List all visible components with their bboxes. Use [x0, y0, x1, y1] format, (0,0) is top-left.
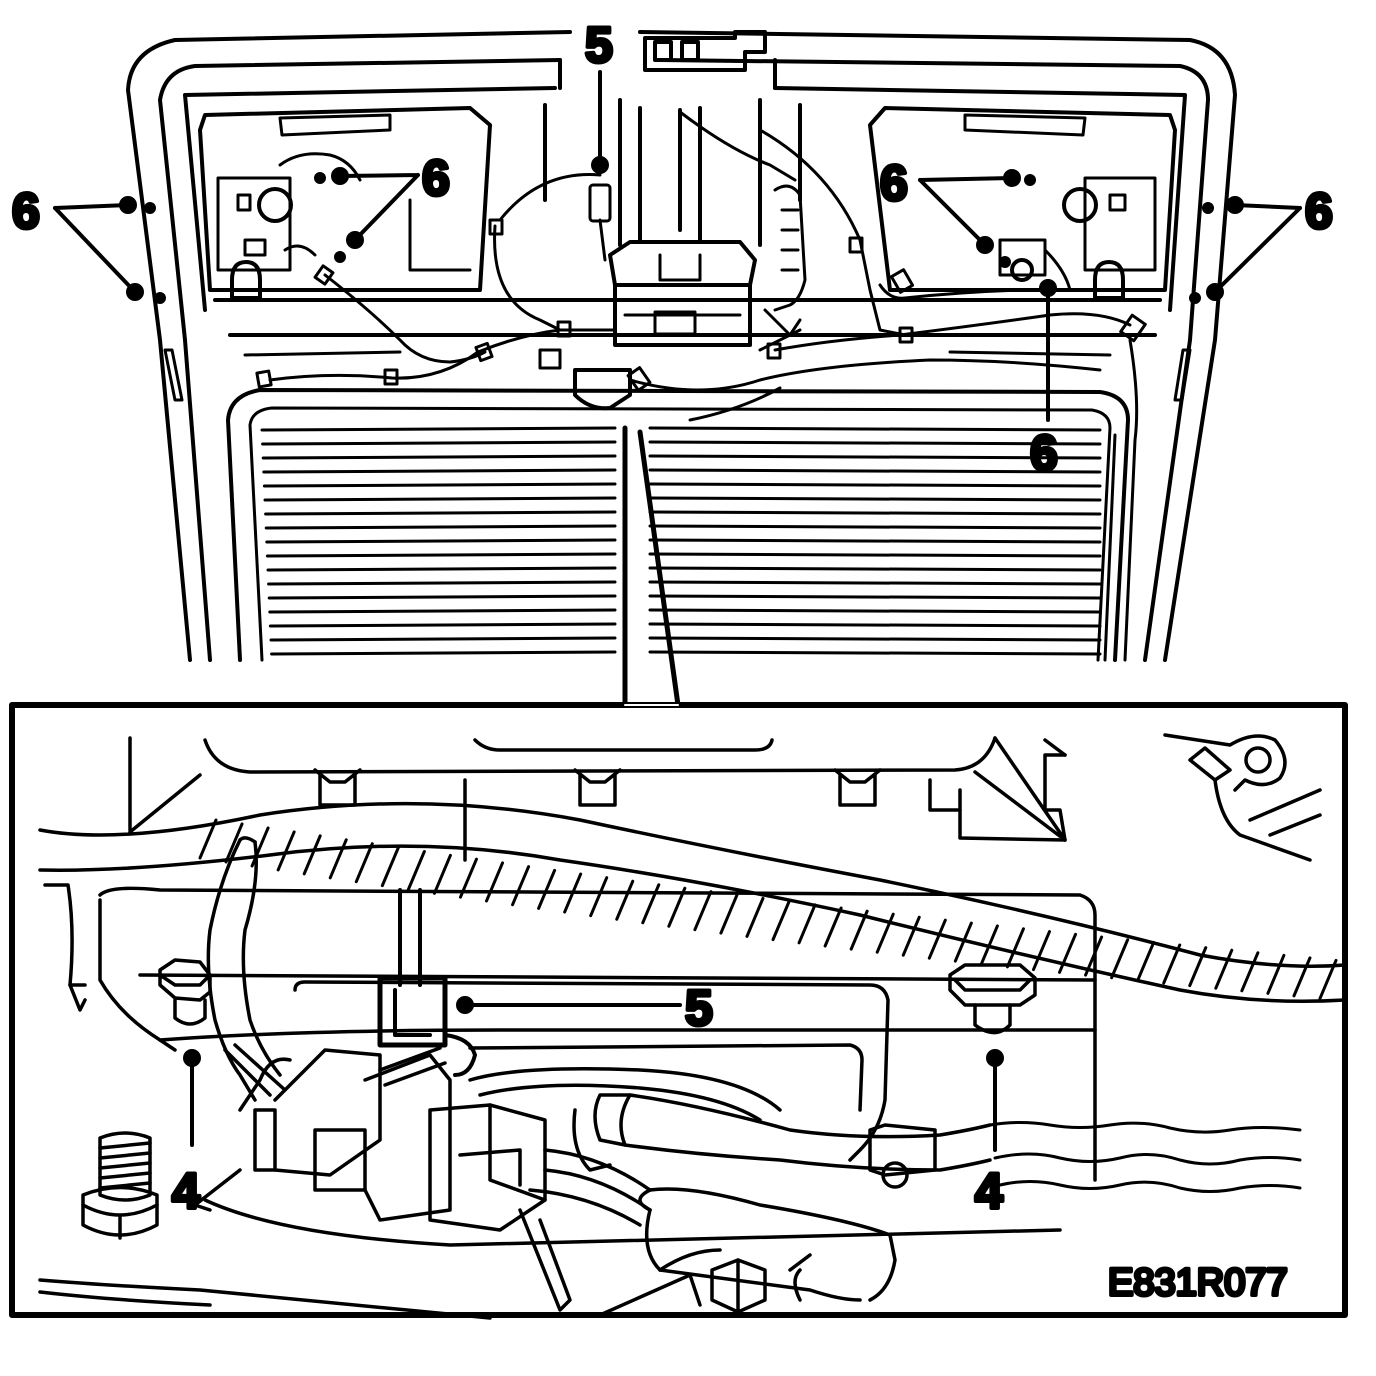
defroster-line: [267, 580, 1102, 586]
callout-4-inset-right: 4: [975, 1163, 1003, 1219]
harness-stripe: [537, 868, 557, 910]
defroster-line: [263, 496, 1102, 502]
rear-window-outline: [226, 388, 1130, 662]
harness-stripe: [693, 890, 713, 932]
connector-5-plug: [377, 888, 477, 1077]
defroster-line: [264, 510, 1102, 516]
defroster-line: [265, 552, 1102, 558]
central-lock-module: [538, 240, 757, 411]
defroster-line: [261, 440, 1102, 446]
defroster-line: [268, 608, 1102, 614]
defroster-line: [264, 524, 1102, 530]
housing-frame: [38, 883, 1097, 1320]
defroster-line: [260, 426, 1102, 432]
harness-stripe: [589, 876, 609, 918]
harness-stripe: [927, 918, 947, 960]
harness-stripe: [771, 900, 791, 942]
harness-stripe: [1058, 932, 1078, 974]
harness-stripe: [224, 822, 244, 864]
wire-tails-right: [988, 1121, 1302, 1193]
callout-6-right-lower: 6: [1030, 425, 1058, 481]
harness-stripe: [432, 853, 452, 895]
callout-5-top: 5: [585, 17, 613, 73]
harness-stripe: [797, 903, 817, 945]
harness-stripe: [1110, 938, 1130, 980]
harness-stripe: [953, 921, 973, 963]
detail-inset: [9, 702, 1348, 1320]
upper-right-bracket: [1163, 733, 1322, 862]
main-wiring-harness-tube: [38, 801, 1347, 1003]
right-hinge-area: [868, 106, 1177, 300]
inner-panel-frame: [183, 86, 1187, 312]
harness-stripe: [1031, 930, 1051, 972]
callout-5-inset: 5: [685, 980, 713, 1036]
harness-clips: [255, 183, 1147, 392]
harness-stripe: [1318, 958, 1338, 1000]
harness-stripe: [198, 818, 218, 860]
defroster-line: [265, 538, 1102, 544]
callout-leaders-top: [53, 70, 1302, 422]
harness-stripe: [1266, 953, 1286, 995]
defroster-line: [270, 650, 1102, 656]
defroster-line: [262, 468, 1102, 474]
left-hinge-area: [198, 106, 492, 300]
callout-4-inset-left: 4: [172, 1163, 200, 1219]
figure-reference-code: E831R077: [1108, 1262, 1288, 1304]
defroster-grid-lines: [260, 426, 1102, 656]
hex-bolt-bottom: [710, 1258, 767, 1314]
tailgate-inner-edge: [158, 58, 1210, 662]
harness-stripe: [302, 834, 322, 876]
defroster-line: [262, 482, 1102, 488]
harness-stripe: [1292, 956, 1312, 998]
callout-6-right-outer: 6: [1305, 183, 1333, 239]
top-wiring-harness: [268, 110, 1139, 662]
loose-bolt: [81, 1131, 159, 1240]
harness-stripe: [380, 846, 400, 888]
harness-stripe: [901, 915, 921, 957]
defroster-line: [261, 454, 1102, 460]
upper-rail: [128, 736, 1067, 862]
harness-stripe: [354, 842, 374, 884]
harness-stripe: [1162, 943, 1182, 985]
detail-inset-frame: [9, 702, 1348, 1318]
callout-6-left-outer: 6: [12, 183, 40, 239]
harness-stripe: [1136, 940, 1156, 982]
tailgate-outer-edge: [126, 30, 1237, 662]
defroster-line: [268, 622, 1102, 628]
harness-stripe: [1214, 948, 1234, 990]
harness-stripe: [745, 896, 765, 938]
detail-pointer: [622, 425, 681, 708]
defroster-line: [266, 566, 1102, 572]
harness-stripe: [276, 830, 296, 872]
harness-stripe: [328, 838, 348, 880]
harness-stripe: [719, 893, 739, 935]
mounting-plate: [293, 980, 890, 1162]
harness-stripe: [615, 879, 635, 921]
callout-6-left-inner: 6: [422, 150, 450, 206]
callout-6-right-inner: 6: [880, 155, 908, 211]
harness-stripe: [849, 909, 869, 951]
callout-labels: 6 6 5 6 6 6 5 4 4 E831R077: [10, 15, 1335, 1306]
top-latch: [643, 30, 767, 72]
defroster-line: [269, 636, 1102, 642]
harness-stripe: [979, 924, 999, 966]
harness-stripe: [875, 912, 895, 954]
harness-stripe: [511, 865, 531, 907]
harness-stripe: [1240, 951, 1260, 993]
wiper-motor: [763, 184, 807, 337]
right-cable-bundle: [572, 1093, 992, 1302]
defroster-line: [267, 594, 1102, 600]
tailgate-overview: [53, 30, 1302, 708]
harness-stripe: [406, 850, 426, 891]
harness-stripe: [823, 906, 843, 948]
harness-stripe: [1188, 946, 1208, 988]
callout-leaders-inset: [183, 996, 1004, 1152]
left-wire-bundle: [206, 836, 287, 1102]
harness-stripe: [1005, 927, 1025, 969]
harness-stripe: [485, 861, 505, 903]
nut-right: [948, 963, 1037, 1035]
